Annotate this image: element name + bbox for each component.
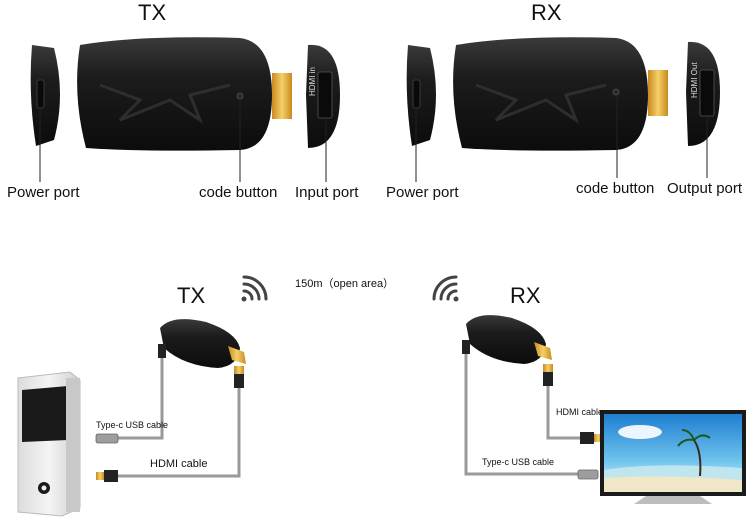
rx-usb-cable-label: Type-c USB cable [482, 457, 555, 467]
rx-wifi-icon [432, 275, 459, 302]
bottom-rx-hdmi-cable [543, 364, 602, 444]
tx-input-port-label: Input port [295, 184, 359, 201]
tx-code-button-label: code button [199, 184, 278, 201]
top-rx-title: RX [531, 0, 562, 25]
top-tx-title: TX [138, 0, 167, 25]
rx-output-port-label: Output port [667, 180, 743, 197]
tx-hdmi-plug [272, 73, 292, 119]
bottom-rx-title: RX [510, 283, 541, 308]
bottom-tx-hdmi-cable [96, 366, 244, 482]
rx-hdmi-out-text: HDMI Out [690, 62, 699, 98]
tx-usb-cable-label: Type-c USB cable [96, 420, 169, 430]
bottom-rx-dongle [466, 315, 552, 364]
rx-code-button-label: code button [576, 180, 655, 197]
tv-display [600, 410, 746, 504]
range-label: 150m（open area） [295, 278, 395, 290]
tx-hdmi-cable-label: HDMI cable [150, 458, 208, 470]
rx-power-end-cap [406, 45, 436, 146]
tx-dongle-body [77, 37, 272, 151]
tx-hdmi-in-text: HDMI in [308, 67, 317, 96]
rx-output-end-cap [686, 41, 720, 146]
tx-power-port-label: Power port [7, 184, 80, 201]
rx-hdmi-plug [648, 70, 668, 116]
tx-wifi-icon [241, 275, 268, 302]
rx-dongle-body [453, 37, 648, 151]
bottom-tx-title: TX [177, 283, 206, 308]
tx-input-end-cap [306, 44, 340, 148]
rx-power-port-label: Power port [386, 184, 459, 201]
rx-hdmi-cable-label: HDMI cable [556, 407, 604, 417]
bottom-tx-usb-cable [95, 344, 166, 444]
bottom-tx-dongle [160, 319, 246, 368]
tx-power-end-cap [30, 45, 60, 146]
pc-tower [17, 371, 81, 517]
bottom-rx-usb-cable [462, 340, 599, 480]
